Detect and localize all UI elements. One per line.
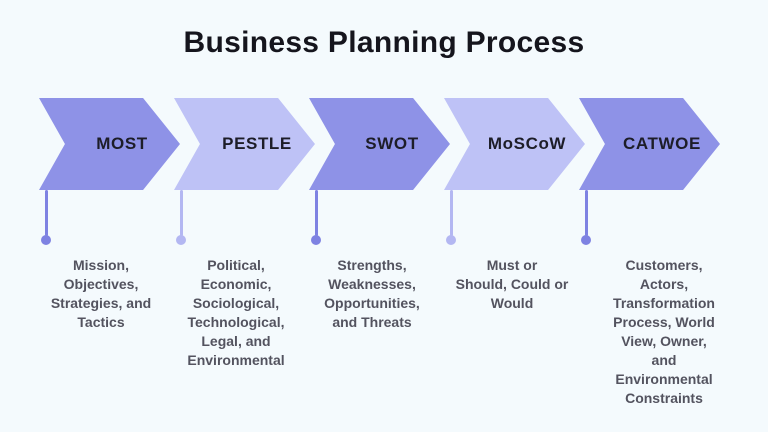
step-label-moscow: MoSCoW: [487, 134, 567, 153]
chevron-arrow-moscow: MoSCoW: [444, 98, 585, 190]
connector-dot: [581, 235, 591, 245]
step-description-catwoe: Customers, Actors, Transformation Proces…: [613, 257, 715, 406]
connector-line: [180, 190, 183, 236]
chevron-arrow-pestle: PESTLE: [174, 98, 315, 190]
connector-dot: [41, 235, 51, 245]
step-label-swot: SWOT: [365, 134, 419, 153]
step-description-pestle: Political, Economic, Sociological, Techn…: [187, 257, 285, 368]
connector-dot: [311, 235, 321, 245]
step-description-most: Mission, Objectives, Strategies, and Tac…: [50, 257, 152, 330]
connector-dot: [176, 235, 186, 245]
step-description-moscow: Must or Should, Could or Would: [455, 257, 569, 311]
step-label-catwoe: CATWOE: [623, 134, 701, 153]
connector-line: [315, 190, 318, 236]
page-title: Business Planning Process: [183, 26, 585, 59]
connector-dot: [446, 235, 456, 245]
chevron-arrow-catwoe: CATWOE: [579, 98, 720, 190]
connector-line: [450, 190, 453, 236]
connector-line: [585, 190, 588, 236]
connector-line: [45, 190, 48, 236]
step-label-most: MOST: [96, 134, 148, 153]
step-description-swot: Strengths, Weaknesses, Opportunities, an…: [324, 257, 420, 330]
chevron-arrow-most: MOST: [39, 98, 180, 190]
step-label-pestle: PESTLE: [222, 134, 292, 153]
chevron-arrow-swot: SWOT: [309, 98, 450, 190]
